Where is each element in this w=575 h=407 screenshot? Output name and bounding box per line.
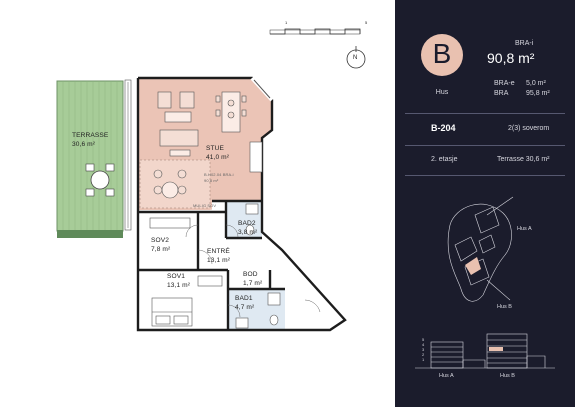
separator-1: [405, 113, 565, 114]
section-label-hus-a: Hus A: [439, 373, 454, 379]
sov1-label: SOV1: [167, 273, 185, 280]
possible-bedroom-label: MULIG SOV: [193, 203, 217, 208]
bad2-label: BAD2: [238, 220, 256, 227]
terrace-furniture: [85, 163, 115, 197]
terrace-area-value: 30,6 m²: [72, 141, 96, 148]
separator-3: [405, 175, 565, 176]
section-diagram: [415, 333, 555, 369]
unit-number: B-204: [431, 123, 456, 133]
bod-area-value: 1,7 m²: [243, 280, 263, 287]
bra-i-value: 90,8 m²: [487, 50, 535, 66]
floor-number-2: 2: [422, 352, 425, 357]
site-plan-highlight: [465, 257, 481, 275]
floor-level: 2. etasje: [431, 156, 458, 163]
bra-i-label: BRA-i: [515, 40, 534, 47]
section-label-hus-b: Hus B: [500, 373, 515, 379]
living-area-value: 41,0 m²: [206, 154, 230, 161]
bra-e-label: BRA-e: [494, 80, 515, 87]
floor-plan: [56, 28, 366, 332]
type-letter: B: [432, 38, 452, 69]
bra-label: BRA: [494, 90, 509, 97]
entre-label: ENTRÉ: [207, 248, 230, 255]
bod-area: [228, 270, 270, 288]
site-plan: [447, 196, 514, 302]
bad1-area-value: 4,7 m²: [235, 304, 255, 311]
info-panel: B Hus BRA-i 90,8 m² BRA-e 5,0 m² BRA 95,…: [395, 0, 575, 407]
bra-note-area: 90,8 m²: [204, 178, 219, 183]
sov1-area-value: 13,1 m²: [167, 282, 191, 289]
terrace-area: [56, 79, 132, 238]
living-furniture: [153, 91, 263, 199]
site-label-hus-a: Hus A: [517, 226, 532, 232]
floor-plan-area: TERRASSE 30,6 m² STUE 41,0 m² B.H02.04 B…: [56, 20, 368, 332]
site-label-hus-b: Hus B: [497, 304, 512, 310]
bod-label: BOD: [243, 271, 258, 278]
living-label: STUE: [206, 145, 224, 152]
floor-number-5: 5: [422, 337, 425, 342]
type-badge: [421, 34, 463, 76]
bra-e-value: 5,0 m²: [526, 80, 546, 87]
floor-number-1: 1: [422, 357, 425, 362]
bad2-area-value: 3,8 m²: [238, 229, 258, 236]
sov2-wardrobe: [149, 217, 191, 229]
scale-end: 5: [365, 20, 368, 25]
bra-note: B.H02.04 BRA-i: [204, 172, 234, 177]
scale-bar: [269, 28, 361, 35]
type-label: Hus: [435, 89, 449, 96]
separator-2: [405, 145, 565, 146]
floor-number-4: 4: [422, 342, 425, 347]
bad1-label: BAD1: [235, 295, 253, 302]
bathroom-fixtures: [235, 203, 281, 329]
sov1-furniture: [151, 275, 223, 327]
terrace-label: TERRASSE: [72, 132, 109, 139]
sov2-area-value: 7,8 m²: [151, 246, 171, 253]
scale-start: 1: [285, 20, 288, 25]
bedroom-count: 2(3) soverom: [508, 125, 550, 132]
bra-value: 95,8 m²: [526, 90, 550, 97]
entre-area-value: 13,1 m²: [207, 257, 231, 264]
sov2-label: SOV2: [151, 237, 169, 244]
door-swings: [185, 224, 321, 318]
floor-number-3: 3: [422, 347, 425, 352]
compass-letter: N: [353, 55, 358, 61]
compass: [346, 46, 366, 69]
section-highlight: [489, 347, 503, 351]
terrace-size: Terrasse 30,6 m²: [497, 156, 550, 163]
floor-numbers: 5 4 3 2 1: [422, 337, 424, 362]
